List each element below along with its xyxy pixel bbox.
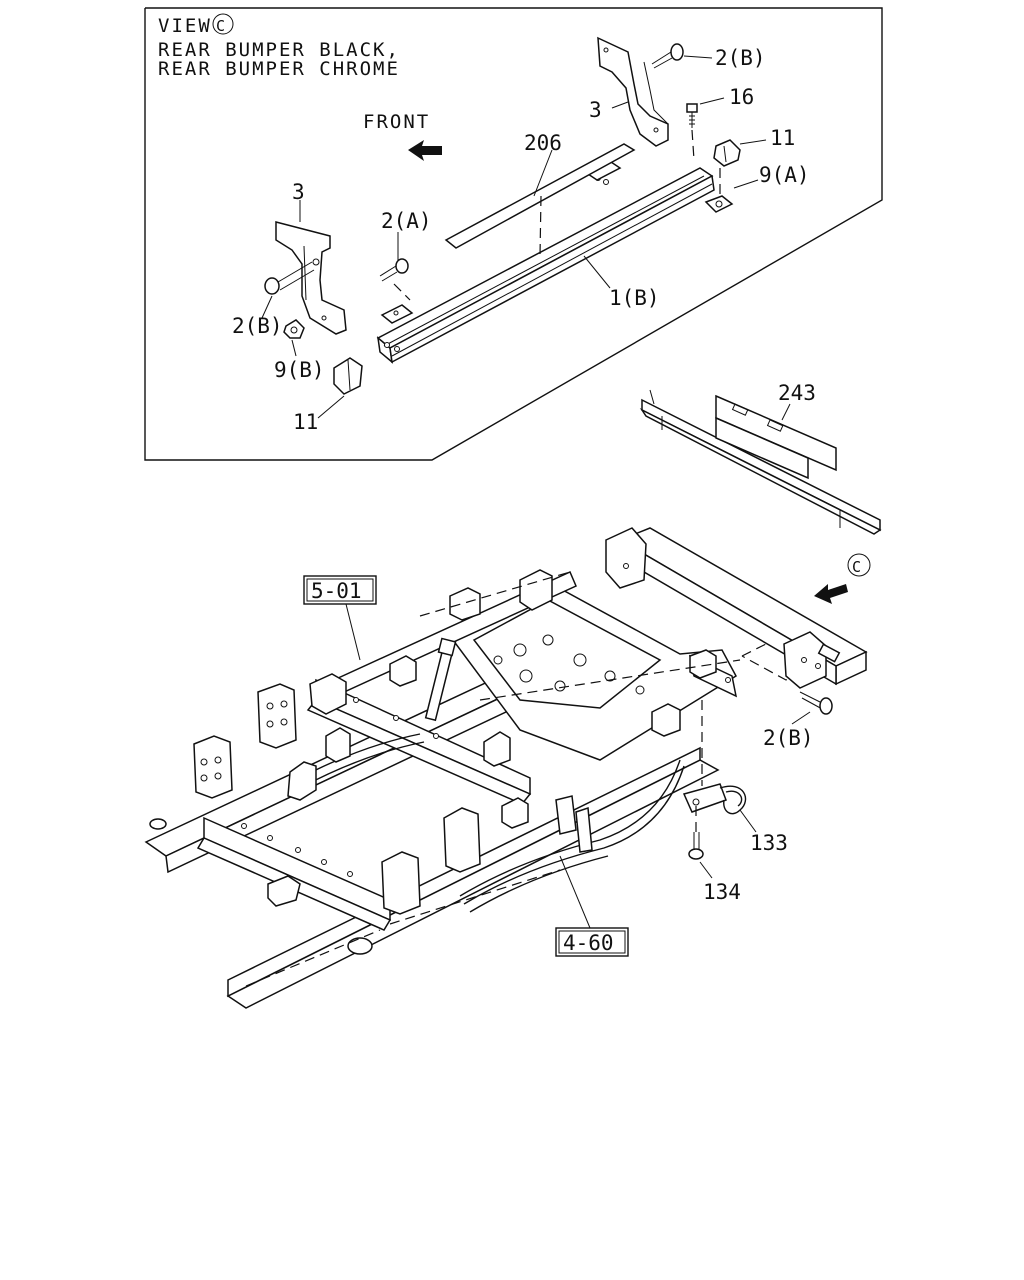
callout-9a: 9(A) [759, 163, 810, 187]
callout-11-bottom: 11 [293, 410, 318, 434]
bolt-2a [379, 258, 409, 282]
view-c-inset: VIEW C REAR BUMPER BLACK, REAR BUMPER CH… [144, 7, 883, 461]
view-marker: C [814, 553, 871, 604]
ref-box-5-01[interactable]: 5-01 [303, 575, 377, 605]
callout-206: 206 [524, 131, 562, 155]
view-arrow-icon [814, 584, 848, 604]
bolt-top [651, 43, 684, 69]
bolt-bottom [799, 691, 833, 715]
end-cap-bottom [333, 357, 363, 395]
chassis-frame [144, 569, 830, 1009]
callout-2b-top: 2(B) [715, 46, 766, 70]
view-marker-circle [847, 553, 871, 577]
callout-1b: 1(B) [609, 286, 660, 310]
callout-line-1b [583, 255, 611, 289]
ref-box-4-60[interactable]: 4-60 [555, 927, 629, 957]
view-marker-letter: C [852, 558, 861, 576]
view-letter-circle [212, 13, 234, 35]
callout-2b-left: 2(B) [232, 314, 283, 338]
bumper-stay-left [275, 221, 347, 335]
callout-3-top: 3 [589, 98, 602, 122]
bracket-243 [639, 389, 882, 535]
bumper-beam [376, 159, 715, 364]
callout-9b: 9(B) [274, 358, 325, 382]
callout-2b-bottom: 2(B) [763, 726, 814, 750]
callout-16: 16 [729, 85, 754, 109]
callout-11-top: 11 [770, 126, 795, 150]
rear-bumper-installed [605, 527, 868, 689]
front-label: FRONT [363, 111, 430, 133]
tow-hook [682, 783, 747, 815]
view-title-prefix: VIEW [158, 15, 212, 37]
variant-line-2: REAR BUMPER CHROME [158, 58, 400, 80]
view-letter: C [216, 17, 225, 35]
callout-2a: 2(A) [381, 209, 432, 233]
ref-4-60-label: 4-60 [563, 931, 614, 955]
screw-16 [686, 103, 698, 128]
callout-133: 133 [750, 831, 788, 855]
inset-border [144, 7, 883, 461]
callout-134: 134 [703, 880, 741, 904]
callout-line-206 [533, 149, 553, 197]
nut-9b [283, 319, 305, 339]
ref-5-01-label: 5-01 [311, 579, 362, 603]
end-cap-top [713, 139, 741, 167]
bolt-134 [688, 832, 704, 860]
bolt-left [264, 261, 315, 295]
reflector-strip [444, 143, 636, 249]
bumper-stay-right [597, 36, 669, 147]
front-arrow-icon [408, 140, 442, 161]
callout-line [683, 55, 713, 59]
callout-3-left: 3 [292, 180, 305, 204]
callout-243: 243 [778, 381, 816, 405]
variant-line-1: REAR BUMPER BLACK, [158, 39, 400, 61]
nut-9a [704, 195, 734, 213]
